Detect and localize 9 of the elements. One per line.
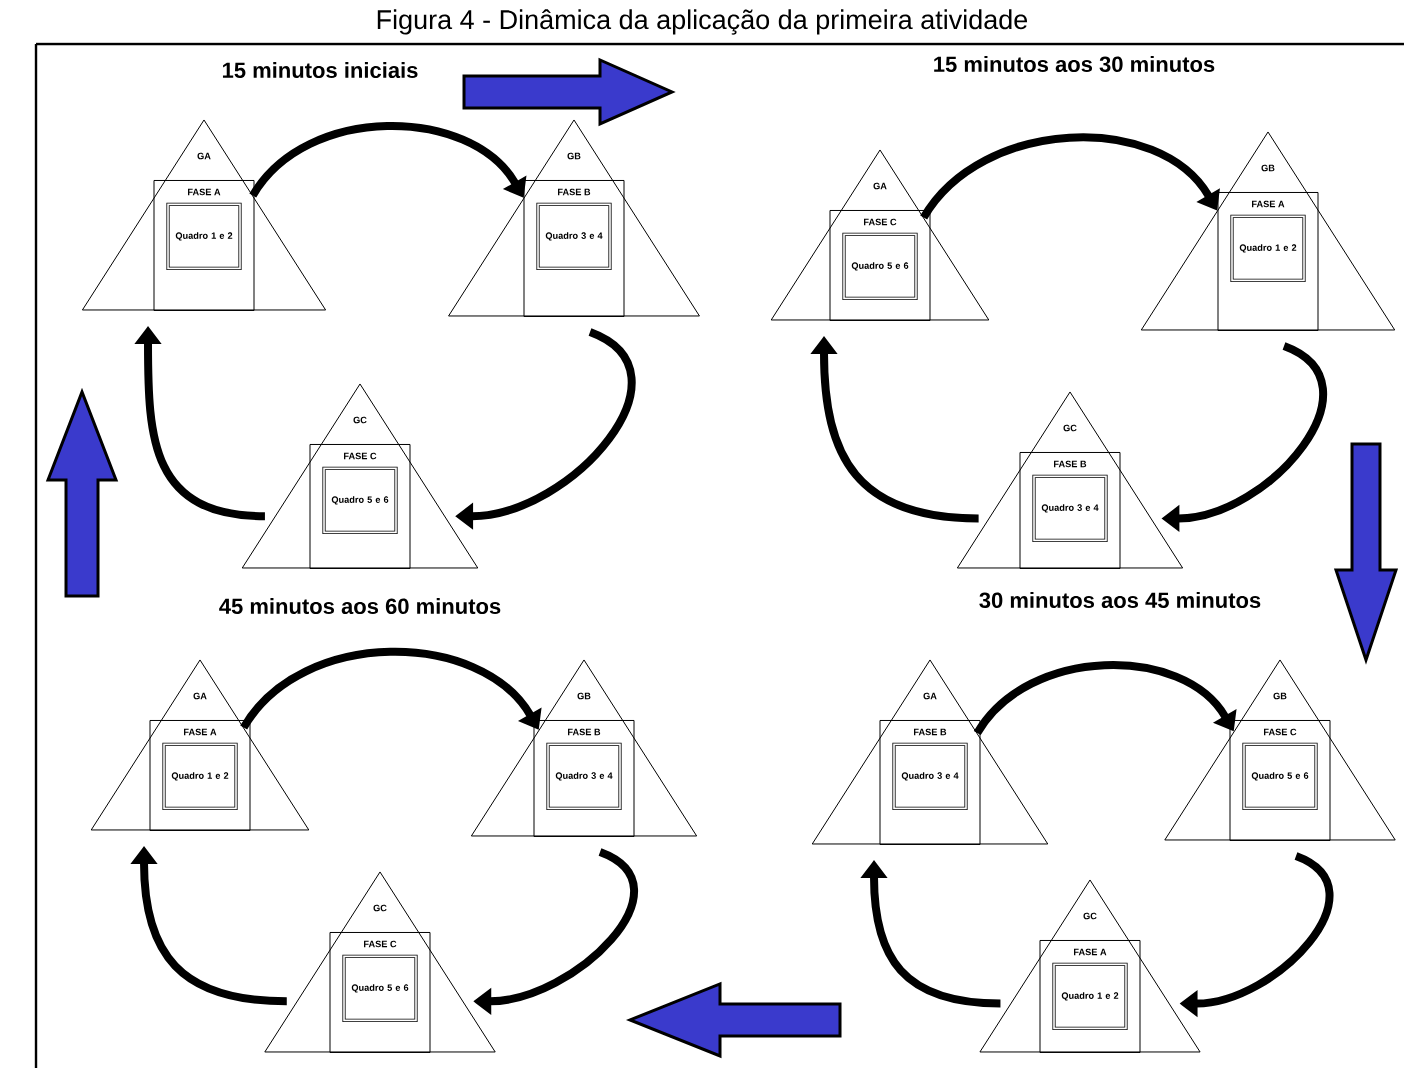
curved-arrow — [240, 647, 542, 730]
section-heading: 15 minutos iniciais — [222, 61, 418, 79]
curved-arrow — [920, 133, 1220, 220]
section-heading: 15 minutos aos 30 minutos — [934, 55, 1215, 73]
section-heading: 30 minutos aos 45 minutos — [979, 591, 1261, 609]
curved-arrow — [249, 122, 527, 198]
section-heading: 45 minutos aos 60 minutos — [219, 597, 501, 615]
figure-caption: Figura 4 - Dinâmica da aplicação da primeira atividade — [377, 9, 1028, 35]
curved-arrow — [974, 661, 1237, 736]
